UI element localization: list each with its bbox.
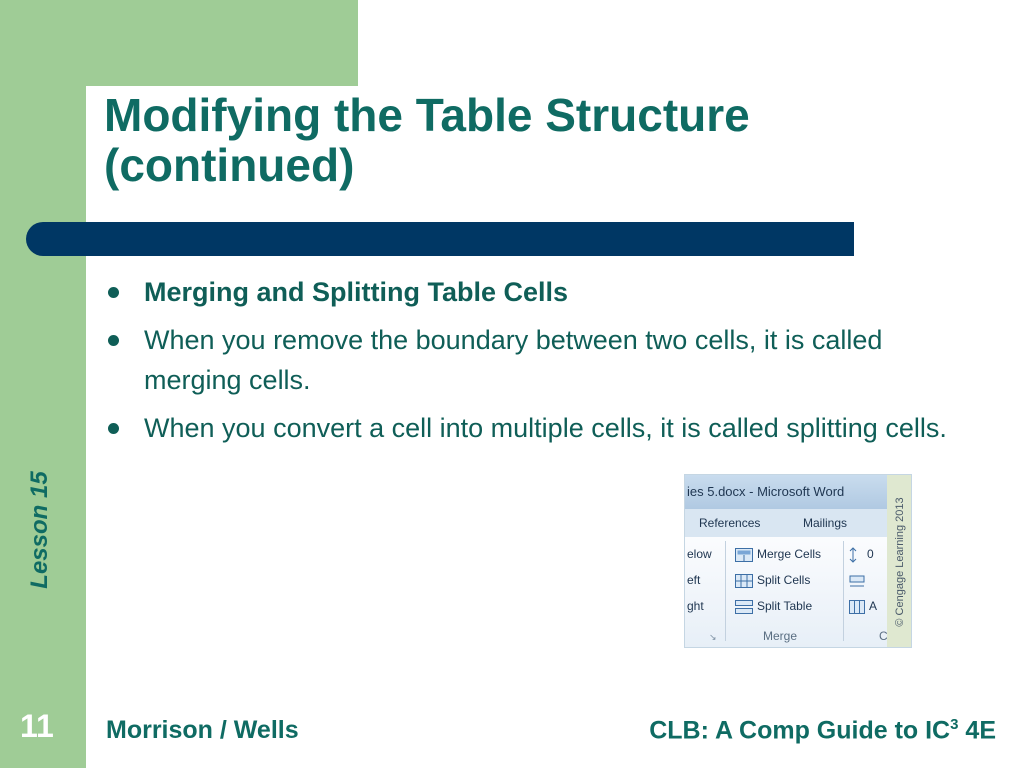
footer-book-title-text: CLB: A Comp Guide to IC [649, 716, 951, 745]
autofit-button[interactable]: A [849, 595, 877, 617]
bullet-dot-icon [108, 335, 119, 346]
ribbon-body: elow eft ght ↘ Merge Cells Split Cells [685, 537, 888, 647]
merge-cells-label: Merge Cells [757, 547, 822, 561]
side-band [0, 0, 86, 768]
split-cells-label: Split Cells [757, 573, 811, 587]
bullet-text: When you convert a cell into multiple ce… [144, 413, 947, 443]
merge-cells-icon [735, 547, 753, 562]
split-table-label: Split Table [757, 599, 813, 613]
tab-references[interactable]: References [699, 516, 761, 530]
insert-left-button[interactable]: eft [687, 573, 701, 587]
row-height-control[interactable]: 0 [849, 543, 874, 565]
column-width-icon [849, 575, 865, 587]
copyright-text: © Cengage Learning 2013 [894, 497, 906, 627]
footer-book-edition: 4E [958, 716, 996, 745]
copyright-strip: © Cengage Learning 2013 [887, 475, 911, 647]
insert-below-button[interactable]: elow [687, 547, 712, 561]
autofit-label: A [869, 599, 878, 613]
insert-right-button[interactable]: ght [687, 599, 704, 613]
row-height-icon [849, 547, 857, 563]
group-separator [725, 541, 726, 641]
split-table-button[interactable]: Split Table [735, 595, 812, 617]
dialog-launcher-icon[interactable]: ↘ [709, 632, 717, 642]
split-table-icon [735, 599, 753, 614]
bullet-item: Merging and Splitting Table Cells [104, 272, 954, 312]
group-separator [843, 541, 844, 641]
ribbon-window-title: ies 5.docx - Microsoft Word [685, 475, 887, 509]
tab-mailings[interactable]: Mailings [803, 516, 848, 530]
footer-authors: Morrison / Wells [106, 716, 299, 744]
slide-title: Modifying the Table Structure (continued… [104, 90, 904, 190]
ribbon-screenshot: ies 5.docx - Microsoft Word References M… [684, 474, 912, 648]
page-number: 11 [20, 708, 54, 744]
bullet-text: Merging and Splitting Table Cells [144, 277, 569, 307]
ribbon-tab-bar: References Mailings [685, 509, 887, 537]
split-cells-icon [735, 573, 753, 588]
bullet-dot-icon [108, 423, 119, 434]
footer-book-title: CLB: A Comp Guide to IC3 4E [649, 716, 996, 745]
split-cells-button[interactable]: Split Cells [735, 569, 810, 591]
top-band [0, 0, 358, 86]
lesson-label: Lesson 15 [26, 471, 53, 589]
merge-cells-button[interactable]: Merge Cells [735, 543, 821, 565]
cell-size-group-label: C [879, 629, 888, 643]
bullet-item: When you remove the boundary between two… [104, 320, 954, 400]
slide-title-line1: Modifying the Table Structure [104, 89, 750, 141]
slide-title-line2: (continued) [104, 139, 355, 191]
bullet-text: When you remove the boundary between two… [144, 325, 883, 395]
merge-group-label: Merge [763, 629, 798, 643]
bullet-dot-icon [108, 287, 119, 298]
bullet-item: When you convert a cell into multiple ce… [104, 408, 954, 448]
content-panel [86, 86, 1024, 768]
bullet-list: Merging and Splitting Table Cells When y… [104, 272, 954, 456]
footer-superscript: 3 [950, 716, 959, 733]
autofit-icon [849, 599, 865, 614]
title-rule-bar [26, 222, 854, 256]
column-width-control[interactable] [849, 569, 869, 591]
row-height-value: 0 [867, 547, 874, 561]
